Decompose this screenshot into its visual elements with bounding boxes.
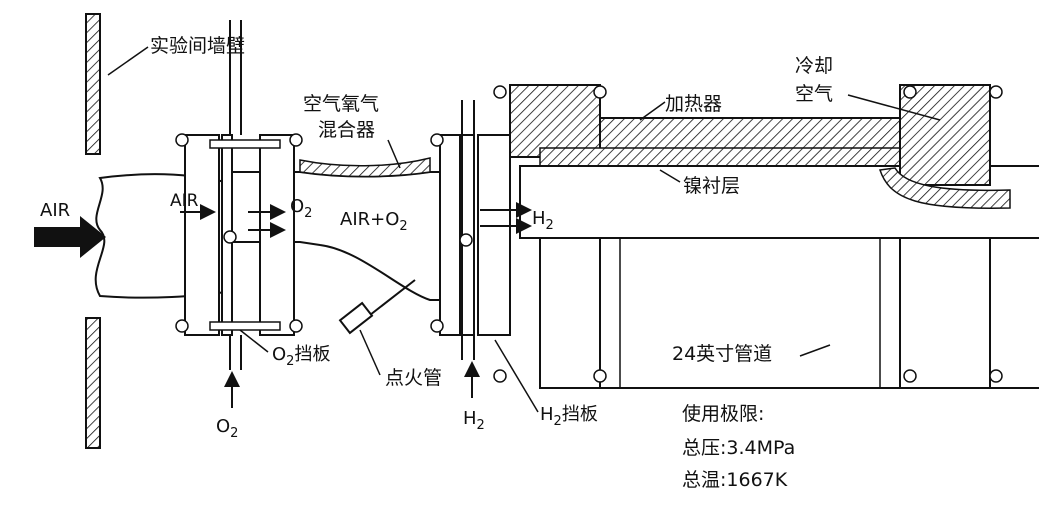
- h2-flow-label: H2: [532, 208, 554, 233]
- wall-label: 实验间墙壁: [150, 35, 245, 57]
- igniter-tube: [338, 279, 416, 335]
- air-inner-label: AIR: [170, 191, 199, 211]
- pipe-24in: [493, 237, 1039, 389]
- limits-title: 使用极限:: [682, 403, 764, 425]
- o2-supply-label: O2: [216, 416, 238, 441]
- h2-baffle-label: H2挡板: [540, 404, 598, 429]
- pressure-limit: 总压:3.4MPa: [682, 437, 795, 459]
- lab-wall: [85, 13, 101, 449]
- cooling-label-line2: 空气: [795, 83, 833, 105]
- o2-baffle-label: O2挡板: [272, 344, 330, 369]
- pipe-label: 24英寸管道: [672, 343, 772, 365]
- h2-baffle-flange: [430, 100, 511, 360]
- air-inlet-arrow: [34, 216, 106, 258]
- nickel-liner-label: 镍衬层: [683, 175, 740, 197]
- mixer-label-line1: 空气氧气: [303, 93, 379, 115]
- igniter-label: 点火管: [385, 367, 442, 389]
- heater-label: 加热器: [665, 93, 722, 115]
- heater-section: [493, 84, 1039, 239]
- leader-lines: [107, 46, 941, 413]
- flow-arrows: [180, 202, 532, 408]
- mixer-label-line2: 混合器: [318, 119, 375, 141]
- o2-flow-label: O2: [290, 196, 312, 221]
- air-o2-label: AIR+O2: [340, 209, 408, 234]
- temperature-limit: 总温:1667K: [682, 469, 788, 491]
- o2-baffle-flange: [175, 20, 303, 370]
- air-inlet-label: AIR: [40, 200, 70, 221]
- h2-supply-label: H2: [463, 408, 485, 433]
- cooling-label-line1: 冷却: [795, 55, 833, 77]
